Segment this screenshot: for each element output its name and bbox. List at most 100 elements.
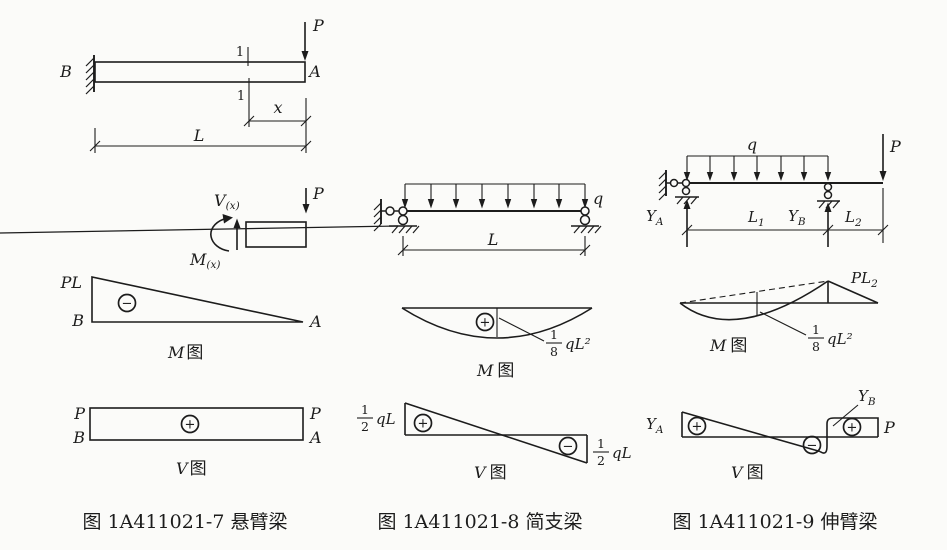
support-roller-circle (823, 190, 833, 200)
shear-right-value: P (309, 404, 321, 423)
fbd-load-label: P (312, 184, 324, 203)
beam-end-hinge-circle (580, 206, 590, 216)
link-hinge-circle (669, 178, 679, 188)
fbd-moment-label: M(x) (189, 250, 221, 271)
leader-line (759, 311, 807, 336)
fbd-load-arrowhead (302, 204, 310, 214)
cantilever-beam-drawing: B A P 1 1 x L (59, 16, 324, 153)
dimension-line (681, 188, 889, 243)
moment-b-label: B (71, 311, 84, 330)
cantilever-caption: 图 1A411021-7 悬臂梁 (83, 511, 288, 533)
beam-end-hinge-circle (398, 206, 408, 216)
dimension-span: L (397, 230, 591, 256)
beam-outline (94, 61, 306, 83)
fbd-shear-label: V(x) (214, 191, 240, 212)
moment-triangle (91, 276, 304, 323)
overhang-moment-line (827, 280, 879, 304)
wall-hatching (658, 171, 667, 201)
leader-line (832, 404, 859, 427)
shear-slope-line (404, 402, 588, 464)
right-shear-value: 1 2 qL (593, 436, 632, 468)
positive-sign-right: + (847, 421, 858, 436)
right-value-label: P (883, 418, 895, 437)
fraction-rest: qL (612, 444, 632, 462)
ground-hatching (573, 225, 602, 234)
support-roller-circle (681, 186, 691, 196)
overhanging-caption: 图 1A411021-9 伸臂梁 (673, 511, 878, 533)
left-pin-support (0, 199, 420, 234)
middle-roller-support (817, 182, 840, 247)
shear-jump-and-overhang (819, 417, 879, 454)
ground-hatching (0, 225, 420, 234)
left-value-label: YA (646, 415, 664, 436)
overhanging-beam-drawing: q P (646, 134, 901, 247)
positive-sign-circle-right (842, 417, 862, 437)
section-mark-top: 1 (236, 45, 244, 60)
wall-hatching (373, 202, 382, 232)
distributed-load-label: q (747, 135, 757, 154)
fraction-numerator: 1 (812, 322, 820, 337)
negative-sign-circle (802, 435, 822, 455)
support-roller-circle (579, 214, 591, 226)
dim-l-label: L (487, 230, 499, 249)
negative-sign: − (807, 439, 818, 454)
negative-sign-circle (558, 436, 578, 456)
moment-a-label: A (308, 312, 322, 331)
simple-beam-drawing: q (0, 183, 603, 256)
dimension-x: x (243, 98, 312, 127)
fraction-numerator: 1 (361, 402, 369, 417)
fraction-denominator: 8 (550, 344, 558, 359)
positive-sign: + (480, 316, 491, 331)
cantilever-figure: B A P 1 1 x L (59, 16, 324, 533)
negative-sign: − (563, 440, 574, 455)
negative-sign: − (122, 297, 133, 312)
moment-parabola (401, 307, 593, 339)
dimension-length: L (89, 98, 312, 153)
fbd-shear-arrowhead (233, 218, 241, 228)
fixed-wall-hatching (85, 57, 95, 95)
fraction-rest: qL² (827, 330, 853, 348)
reaction-b-arrowhead (824, 202, 832, 212)
shear-rectangle (89, 407, 304, 441)
positive-sign: + (692, 420, 703, 435)
overhanging-beam-figure: q P (646, 134, 901, 533)
positive-sign-circle (413, 413, 433, 433)
moment-peak-label: PL (60, 273, 82, 292)
positive-sign: + (185, 418, 196, 433)
dim-l-label: L (193, 126, 205, 145)
simple-beam-figure: q (0, 183, 632, 533)
free-end-a-label: A (307, 62, 321, 81)
negative-sign-circle (117, 293, 137, 313)
section-mark-bottom: 1 (237, 89, 245, 104)
fbd-segment (245, 221, 307, 248)
jump-value-label: YB (858, 387, 876, 408)
fraction-numerator: 1 (550, 327, 558, 342)
distributed-load-arrows (401, 184, 589, 209)
positive-sign-circle (475, 312, 495, 332)
superposition-dashed-line (679, 280, 829, 304)
right-roller-support (571, 206, 602, 234)
support-b-label: B (59, 62, 72, 81)
fraction-numerator: 1 (597, 436, 605, 451)
load-p-arrowhead (301, 51, 309, 61)
distributed-load-arrows (683, 156, 832, 181)
tip-load-label: P (889, 137, 901, 156)
shear-slope-line (681, 411, 821, 453)
link-hinge-circle (385, 206, 395, 216)
leader-line (498, 317, 545, 342)
shear-b-label: B (72, 428, 85, 447)
cantilever-free-body-diagram: V(x) M(x) P (189, 184, 324, 271)
positive-sign-circle (180, 414, 200, 434)
